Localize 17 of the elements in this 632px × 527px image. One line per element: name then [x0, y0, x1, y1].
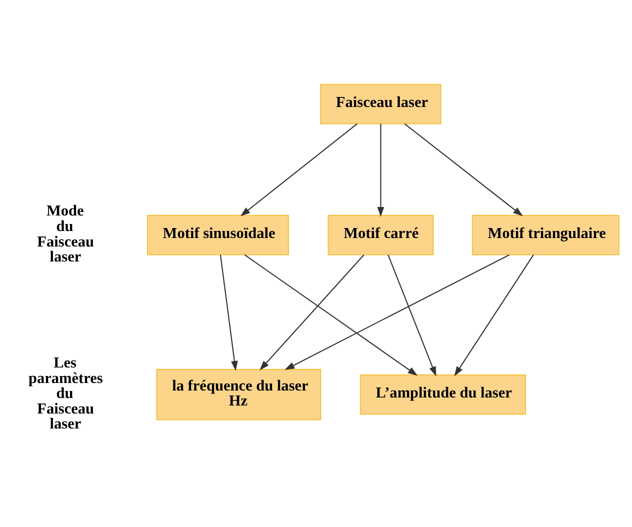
arrow [220, 254, 238, 371]
label: Les paramètres du Faisceau laser [28, 354, 103, 433]
node-box: Motif triangulaire [472, 214, 620, 256]
arrow [388, 254, 436, 376]
arrow [404, 123, 523, 216]
node-box: L’amplitude du laser [360, 374, 526, 415]
arrow [244, 254, 418, 376]
arrow [377, 124, 384, 217]
label: Mode du Faisceau laser [37, 202, 94, 266]
node-box: la fréquence du laser Hz [156, 368, 322, 420]
node-box: Motif carré [328, 214, 434, 256]
arrow [454, 254, 534, 376]
arrow [284, 254, 510, 370]
arrow [240, 123, 358, 216]
arrow [260, 254, 364, 370]
node-box: Faisceau laser [320, 84, 442, 124]
node-box: Motif sinusoïdale [146, 214, 289, 256]
